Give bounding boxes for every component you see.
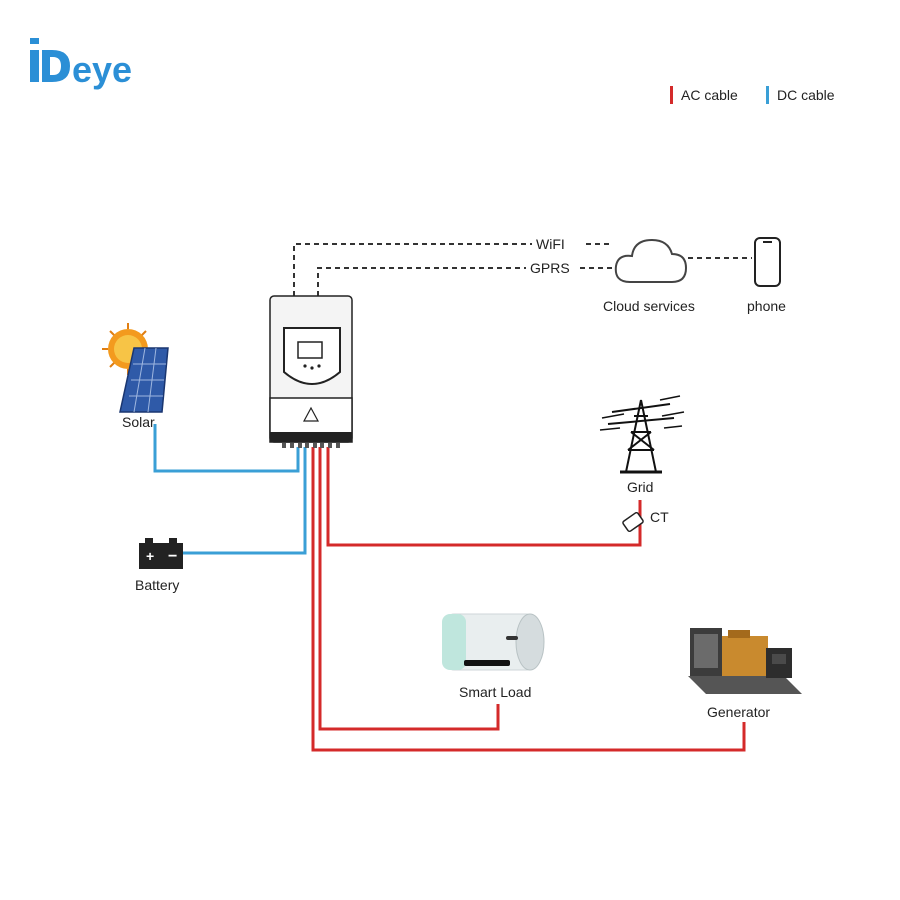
gprs-line (317, 267, 526, 296)
legend-ac-label: AC cable (681, 87, 738, 103)
smart-load-label: Smart Load (459, 684, 532, 700)
phone-icon (754, 237, 781, 287)
generator-ac-cable (311, 447, 746, 752)
smart-load-icon (442, 613, 545, 671)
solar-dc-cable (153, 424, 300, 473)
legend-dc: DC cable (766, 86, 835, 108)
legend-ac: AC cable (670, 86, 738, 108)
deye-logo-graphic: eye (30, 38, 132, 90)
solar-panel-icon (102, 323, 169, 413)
dc-swatch (766, 86, 769, 104)
generator-icon (688, 628, 802, 694)
wifi-line (293, 243, 532, 296)
inverter (269, 295, 353, 448)
generator-label: Generator (707, 704, 771, 720)
power-tower-icon (599, 395, 685, 474)
ct-label: CT (650, 509, 669, 525)
battery-icon: + − (139, 538, 183, 569)
grid-ac-cable (326, 447, 642, 547)
deye-logo: eye (28, 30, 168, 92)
ac-cables (311, 447, 746, 752)
gprs-label: GPRS (530, 260, 570, 276)
logo-wordmark: eye (72, 49, 132, 90)
signal-lines (293, 243, 752, 296)
wifi-label: WiFI (536, 236, 565, 252)
svg-text:+: + (146, 548, 154, 564)
grid-label: Grid (627, 479, 654, 495)
ct-clamp-icon (622, 511, 644, 533)
smart-load-ac-cable (318, 447, 500, 731)
solar-label: Solar (122, 414, 155, 430)
cloud-icon (614, 238, 688, 283)
battery-label: Battery (135, 577, 180, 593)
ac-swatch (670, 86, 673, 104)
cloud-label: Cloud services (603, 298, 695, 314)
phone-label: phone (747, 298, 786, 314)
svg-text:−: − (168, 548, 177, 565)
legend-dc-label: DC cable (777, 87, 835, 103)
dc-cables (153, 424, 307, 555)
battery-dc-cable (182, 447, 307, 555)
